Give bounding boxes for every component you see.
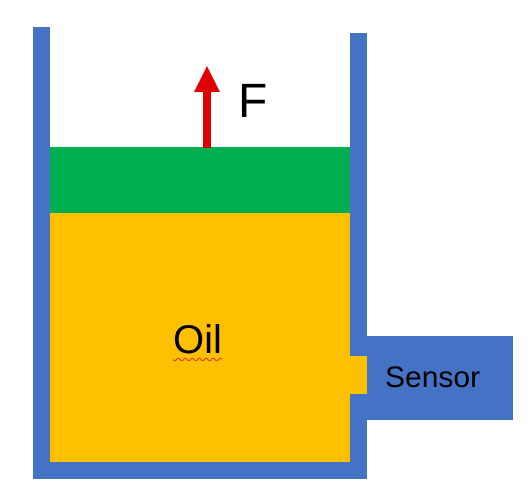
sensor-port [350, 356, 367, 394]
sensor-box: Sensor [367, 336, 513, 420]
piston [50, 147, 350, 213]
container-right-wall [350, 33, 367, 479]
container-left-wall [33, 27, 50, 479]
sensor-label: Sensor [385, 361, 481, 394]
force-label: F [238, 75, 268, 128]
oil-fluid [50, 213, 350, 463]
oil-label: Oil [173, 318, 222, 362]
force-arrow-icon [194, 66, 220, 148]
container-bottom [33, 462, 367, 479]
